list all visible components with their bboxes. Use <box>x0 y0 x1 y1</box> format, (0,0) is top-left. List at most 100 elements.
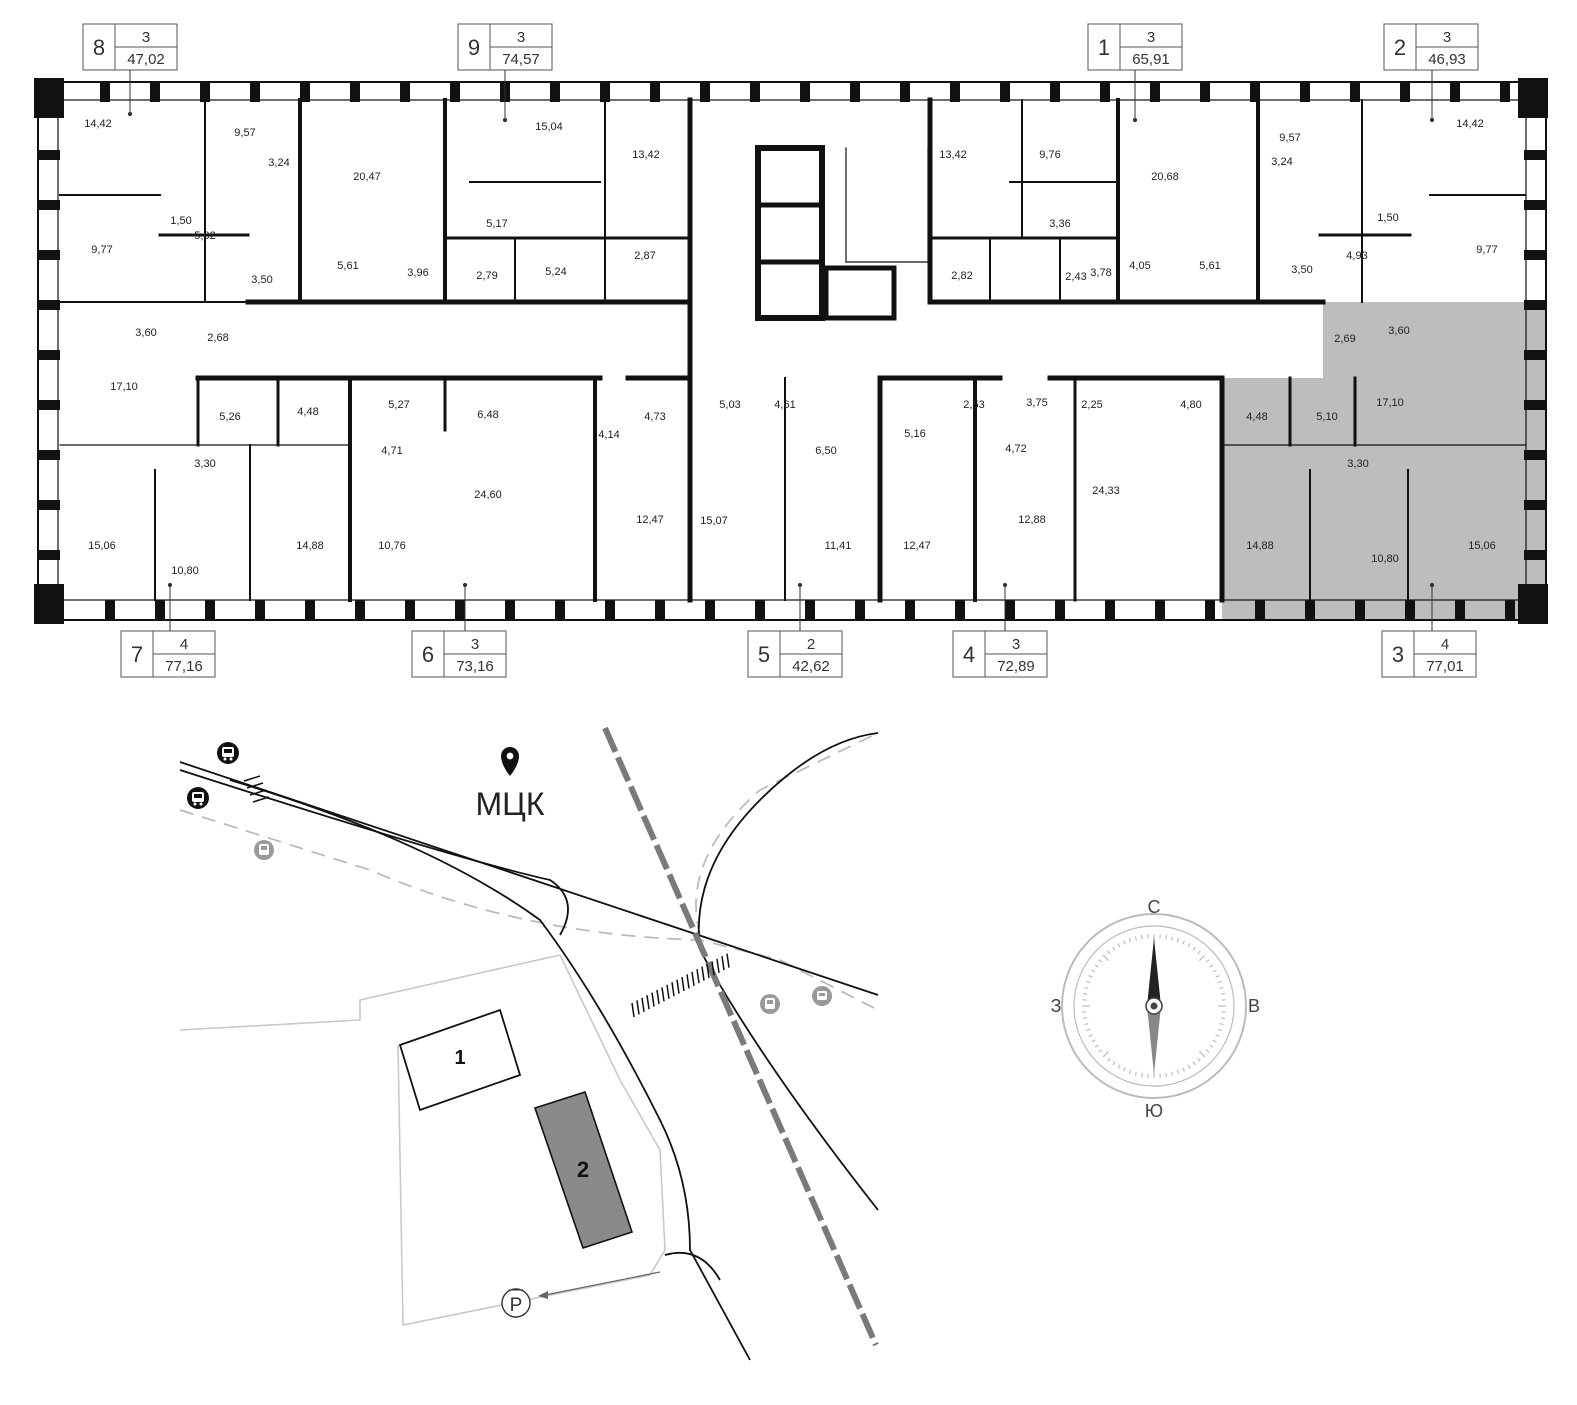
room-area-label: 24,33 <box>1092 485 1120 497</box>
facade-pier <box>1150 82 1160 102</box>
road <box>700 950 878 1210</box>
unit-number: 9 <box>468 35 480 60</box>
unit-area: 73,16 <box>456 658 494 675</box>
location-pin-icon <box>501 747 519 776</box>
highlight-unit-3[interactable] <box>1222 302 1545 620</box>
building-1-label: 1 <box>454 1047 465 1069</box>
facade-pier <box>750 82 760 102</box>
room-area-label: 4,73 <box>644 411 665 423</box>
facade-pier <box>805 600 815 620</box>
unit-label-1[interactable]: 1 3 65,91 <box>1088 24 1182 70</box>
station-label: МЦК <box>476 786 545 822</box>
room-area-label: 3,60 <box>135 327 156 339</box>
room-area-label: 14,42 <box>1456 118 1484 130</box>
unit-rooms: 4 <box>180 636 188 653</box>
facade-pier <box>855 600 865 620</box>
road <box>699 733 878 950</box>
facade-pier <box>1205 600 1215 620</box>
room-area-label: 5,61 <box>1199 260 1220 272</box>
room-area-label: 11,41 <box>825 540 852 552</box>
facade-pier <box>905 600 915 620</box>
room-area-label: 10,80 <box>1371 553 1399 565</box>
facade-pier <box>1524 250 1546 260</box>
facade-pier <box>38 500 60 510</box>
facade-pier <box>150 82 160 102</box>
unit-label-9[interactable]: 9 3 74,57 <box>458 24 552 70</box>
facade-pier <box>38 300 60 310</box>
compass-south: Ю <box>1145 1101 1163 1121</box>
facade-pier <box>550 82 560 102</box>
room-area-label: 17,10 <box>110 381 138 393</box>
room-area-label: 4,71 <box>381 445 402 457</box>
facade-pier <box>255 600 265 620</box>
facade-pier <box>38 450 60 460</box>
room-area-label: 5,10 <box>1316 411 1337 423</box>
bus-icon <box>187 787 209 809</box>
facade-pier <box>1350 82 1360 102</box>
facade-pier <box>1524 500 1546 510</box>
room-area-label: 4,61 <box>774 399 795 411</box>
facade-pier <box>1055 600 1065 620</box>
room-area-label: 4,14 <box>598 429 619 441</box>
room-area-label: 9,77 <box>91 244 112 256</box>
room-area-label: 9,57 <box>1279 132 1300 144</box>
facade-pier <box>700 82 710 102</box>
room-area-label: 12,47 <box>903 540 931 552</box>
room-area-label: 6,50 <box>815 445 836 457</box>
unit-label-3[interactable]: 3 4 77,01 <box>1382 631 1476 677</box>
room-area-label: 5,02 <box>194 230 215 242</box>
room-area-label: 1,50 <box>170 215 191 227</box>
unit-label-7[interactable]: 7 4 77,16 <box>121 631 215 677</box>
room-area-label: 3,60 <box>1388 325 1409 337</box>
unit-label-5[interactable]: 5 2 42,62 <box>748 631 842 677</box>
unit-rooms: 3 <box>1147 29 1155 46</box>
room-area-label: 4,05 <box>1129 260 1150 272</box>
facade-pier <box>1524 400 1546 410</box>
room-area-label: 2,53 <box>963 399 984 411</box>
pedestrian-path <box>696 733 878 935</box>
unit-number: 1 <box>1098 35 1110 60</box>
pedestrian-path <box>180 810 878 1010</box>
unit-rooms: 3 <box>1443 29 1451 46</box>
room-area-label: 3,50 <box>251 274 272 286</box>
facade-pier <box>605 600 615 620</box>
unit-label-8[interactable]: 8 3 47,02 <box>83 24 177 70</box>
room-area-label: 5,16 <box>904 428 925 440</box>
facade-pier <box>955 600 965 620</box>
facade-pier <box>450 82 460 102</box>
room-area-label: 3,36 <box>1049 218 1070 230</box>
facade-pier <box>105 600 115 620</box>
facade-pier <box>305 600 315 620</box>
unit-label-6[interactable]: 6 3 73,16 <box>412 631 506 677</box>
facade-pier <box>1305 600 1315 620</box>
room-area-label: 15,04 <box>535 121 563 133</box>
room-area-label: 13,42 <box>939 149 967 161</box>
room-area-label: 15,06 <box>88 540 116 552</box>
room-area-label: 4,48 <box>1246 411 1267 423</box>
parking-label: P <box>510 1295 523 1316</box>
facade-pier <box>1000 82 1010 102</box>
facade-pier <box>405 600 415 620</box>
room-area-label: 2,87 <box>634 250 655 262</box>
room-area-label: 5,26 <box>219 411 240 423</box>
facade-pier <box>850 82 860 102</box>
unit-label-4[interactable]: 4 3 72,89 <box>953 631 1047 677</box>
unit-number: 3 <box>1392 642 1404 667</box>
room-area-label: 5,03 <box>719 399 740 411</box>
unit-area: 74,57 <box>502 51 540 68</box>
room-area-label: 5,61 <box>337 260 358 272</box>
compass-west: З <box>1051 996 1062 1016</box>
facade-pier <box>1355 600 1365 620</box>
facade-pier <box>355 600 365 620</box>
facade-pier <box>1524 300 1546 310</box>
facade-pier <box>1405 600 1415 620</box>
unit-label-2[interactable]: 2 3 46,93 <box>1384 24 1478 70</box>
facade-pier <box>1524 550 1546 560</box>
room-area-label: 4,48 <box>297 406 318 418</box>
room-area-label: 3,78 <box>1090 267 1111 279</box>
room-area-label: 14,88 <box>1246 540 1274 552</box>
room-area-label: 2,25 <box>1081 399 1102 411</box>
crosswalk <box>632 954 729 1017</box>
